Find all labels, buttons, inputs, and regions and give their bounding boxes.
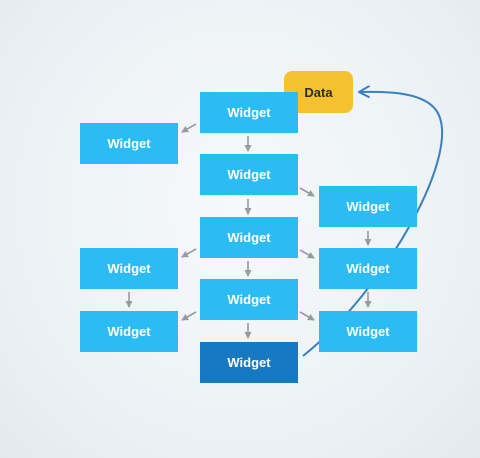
data-node-label: Data (304, 84, 333, 100)
widget-node-label: Widget (346, 324, 390, 339)
edge-top-to-left1 (181, 123, 197, 133)
edge-c2-to-r1 (299, 187, 315, 197)
widget-node-label: Widget (107, 136, 151, 151)
widget-node-label: Widget (227, 105, 271, 120)
widget-node-label: Widget (107, 261, 151, 276)
widget-node-label: Widget (227, 355, 271, 370)
widget-node-label: Widget (346, 261, 390, 276)
widget-node-label: Widget (346, 199, 390, 214)
widget-node-label: Widget (107, 324, 151, 339)
edge-bottom-to-data (302, 92, 443, 357)
widget-node-label: Widget (227, 292, 271, 307)
widget-node-left-3[interactable]: Widget (80, 311, 178, 352)
widget-node-right-3[interactable]: Widget (319, 311, 417, 352)
edge-c3-to-l2 (181, 248, 197, 258)
widget-node-right-1[interactable]: Widget (319, 186, 417, 227)
widget-node-center-3[interactable]: Widget (200, 217, 298, 258)
widget-node-label: Widget (227, 230, 271, 245)
edge-c4-to-r3 (299, 311, 315, 321)
edge-c4-to-l3 (181, 311, 197, 321)
widget-node-left-2[interactable]: Widget (80, 248, 178, 289)
widget-node-bottom-selected[interactable]: Widget (200, 342, 298, 383)
edge-c3-to-r2 (299, 249, 315, 259)
widget-node-left-1[interactable]: Widget (80, 123, 178, 164)
widget-node-center-2[interactable]: Widget (200, 154, 298, 195)
widget-node-right-2[interactable]: Widget (319, 248, 417, 289)
widget-node-label: Widget (227, 167, 271, 182)
widget-node-top[interactable]: Widget (200, 92, 298, 133)
widget-node-center-4[interactable]: Widget (200, 279, 298, 320)
